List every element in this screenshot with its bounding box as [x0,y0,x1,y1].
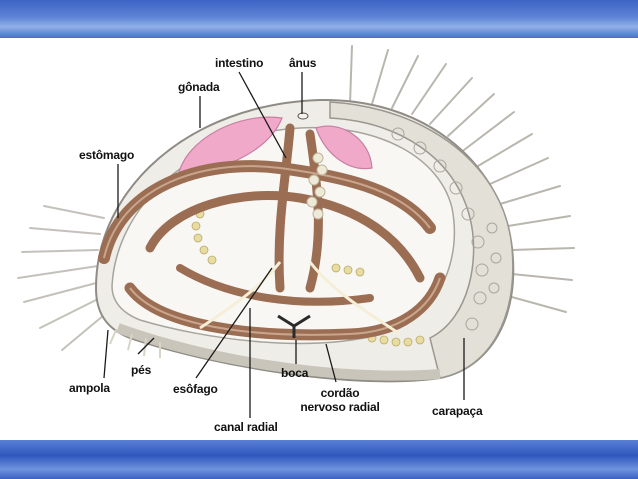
label-gonada: gônada [178,80,220,94]
carapace-pattern [391,127,502,331]
label-estomago: estômago [79,148,135,162]
label-pes: pés [131,363,152,377]
label-canal-radial: canal radial [214,420,278,434]
label-anus: ânus [289,56,317,70]
diagram-panel: intestino ânus gônada estômago pés ampol… [0,38,638,440]
bottom-background-band [0,440,638,479]
intestine-cluster [306,152,328,220]
mouth-structure [277,314,311,338]
gonad-right [315,125,373,170]
spines-right [349,45,575,313]
ampullae-beads [191,209,425,347]
label-cordao-nervoso-radial: cordão nervoso radial [285,386,395,414]
top-background-band [0,0,638,38]
label-leader-lines [103,71,465,418]
label-cordao-line1: cordão [320,386,360,400]
label-boca: boca [281,366,309,380]
label-cordao-line2: nervoso radial [300,400,380,414]
label-carapaca: carapaça [432,404,483,418]
anus-opening [297,112,309,120]
radial-nerves [199,261,401,336]
label-intestino: intestino [215,56,264,70]
label-ampola: ampola [69,381,110,395]
label-esofago: esôfago [173,382,218,396]
sea-urchin-illustration [17,45,575,418]
tract-highlights [103,165,441,336]
